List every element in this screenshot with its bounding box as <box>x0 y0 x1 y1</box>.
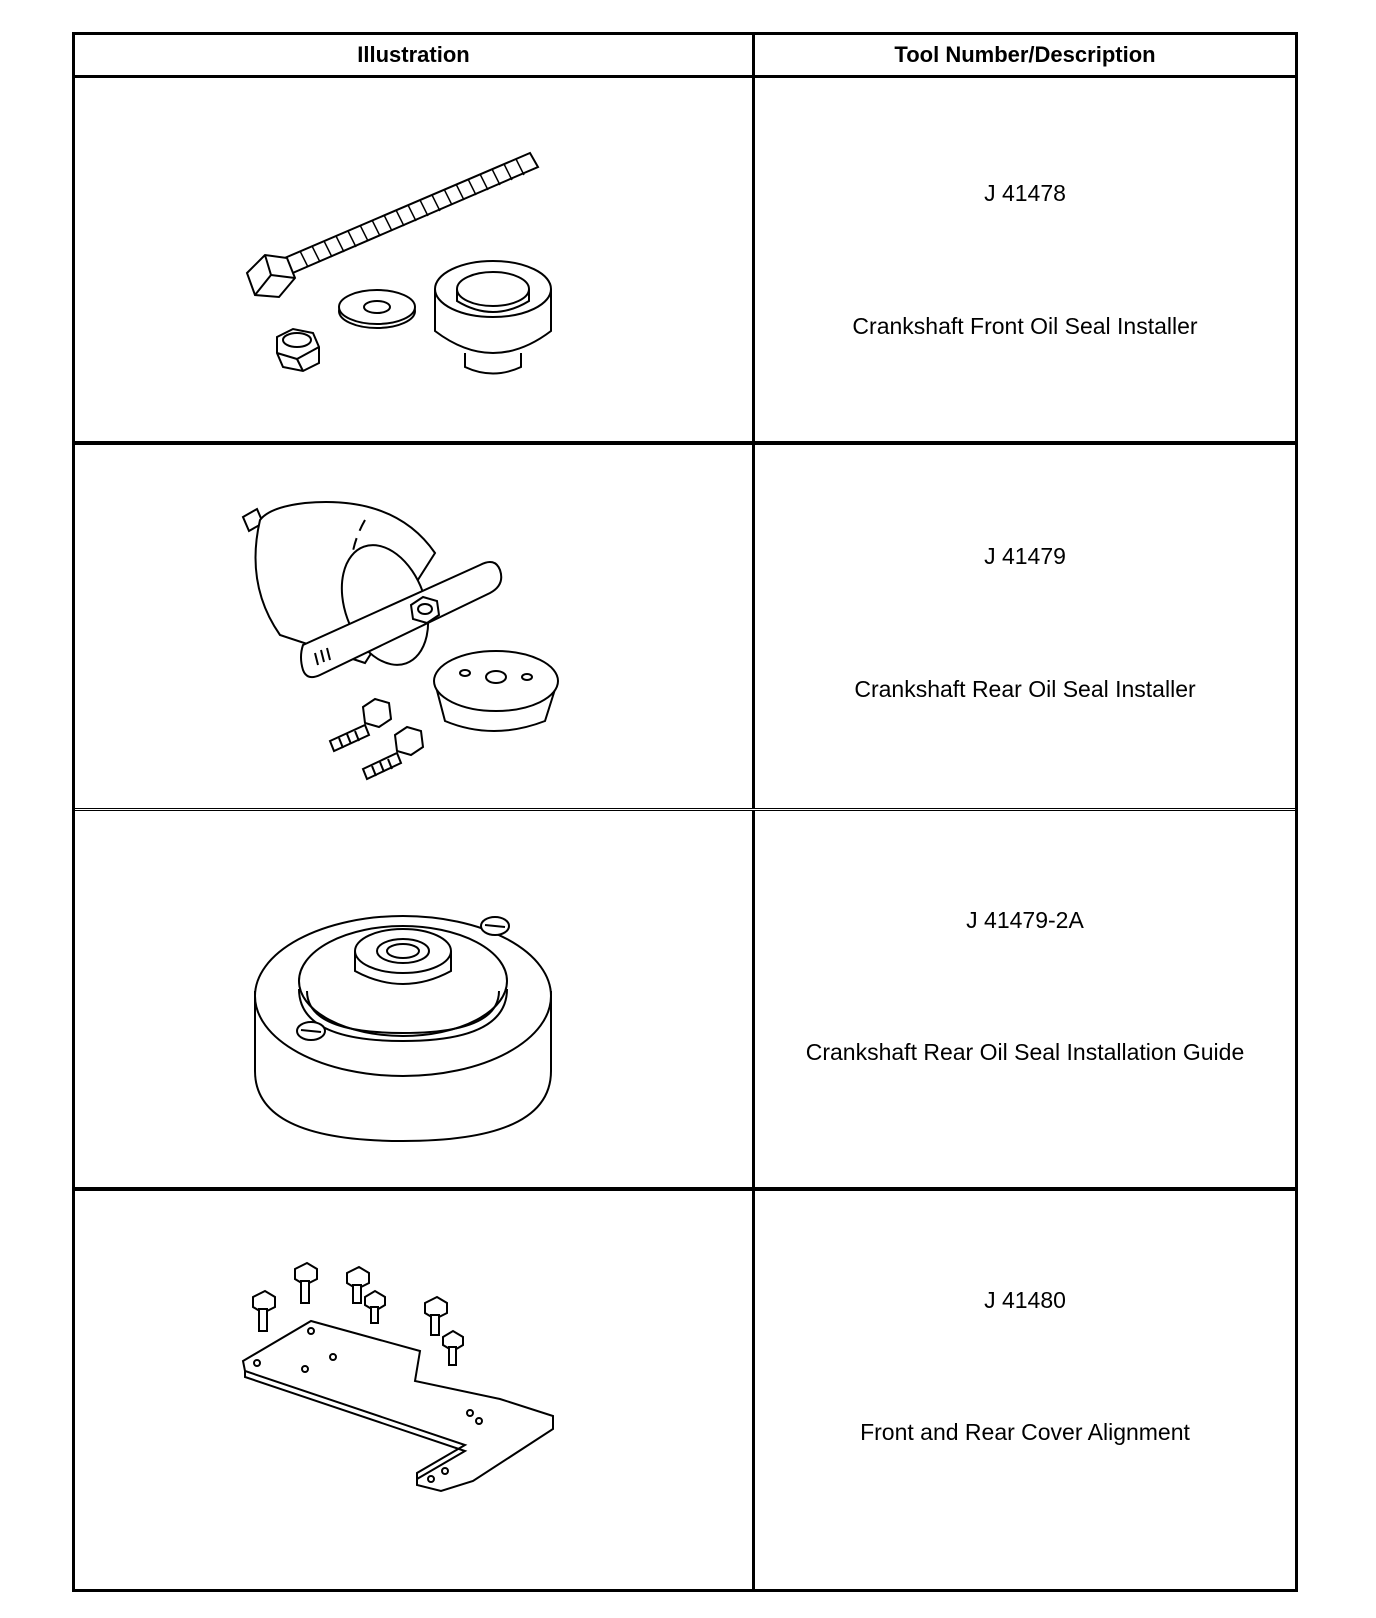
description-cell: J 41480 Front and Rear Cover Alignment <box>755 1191 1295 1589</box>
installation-guide-disc-icon <box>75 811 752 1187</box>
seal-installer-bolt-washer-nut-icon <box>75 75 752 441</box>
illustration-cell <box>75 75 755 441</box>
rear-seal-installer-handle-icon <box>75 445 752 807</box>
table-row: J 41478 Crankshaft Front Oil Seal Instal… <box>75 75 1295 445</box>
description-cell: J 41479 Crankshaft Rear Oil Seal Install… <box>755 445 1295 808</box>
description-cell: J 41479-2A Crankshaft Rear Oil Seal Inst… <box>755 811 1295 1187</box>
tool-number: J 41479 <box>984 543 1066 569</box>
tool-number: J 41480 <box>984 1287 1066 1313</box>
tool-description: Front and Rear Cover Alignment <box>860 1419 1190 1445</box>
tool-description: Crankshaft Rear Oil Seal Installer <box>854 676 1196 702</box>
alignment-plate-bolts-icon <box>75 1191 752 1585</box>
header-tool-number-description: Tool Number/Description <box>894 42 1156 67</box>
illustration-cell <box>75 445 755 808</box>
header-illustration: Illustration <box>75 35 755 75</box>
tool-description: Crankshaft Front Oil Seal Installer <box>852 313 1198 339</box>
table-row: J 41480 Front and Rear Cover Alignment <box>75 1191 1295 1589</box>
illustration-cell <box>75 811 755 1187</box>
table-row: J 41479 Crankshaft Rear Oil Seal Install… <box>75 445 1295 811</box>
table-header-row: Illustration Tool Number/Description <box>75 35 1295 78</box>
tool-number: J 41479-2A <box>966 907 1084 933</box>
tool-description: Crankshaft Rear Oil Seal Installation Gu… <box>805 1039 1245 1065</box>
table-row: J 41479-2A Crankshaft Rear Oil Seal Inst… <box>75 811 1295 1191</box>
tool-table: Illustration Tool Number/Description <box>72 32 1298 1592</box>
description-cell: J 41478 Crankshaft Front Oil Seal Instal… <box>755 75 1295 441</box>
tool-number: J 41478 <box>984 180 1066 206</box>
illustration-cell <box>75 1191 755 1589</box>
